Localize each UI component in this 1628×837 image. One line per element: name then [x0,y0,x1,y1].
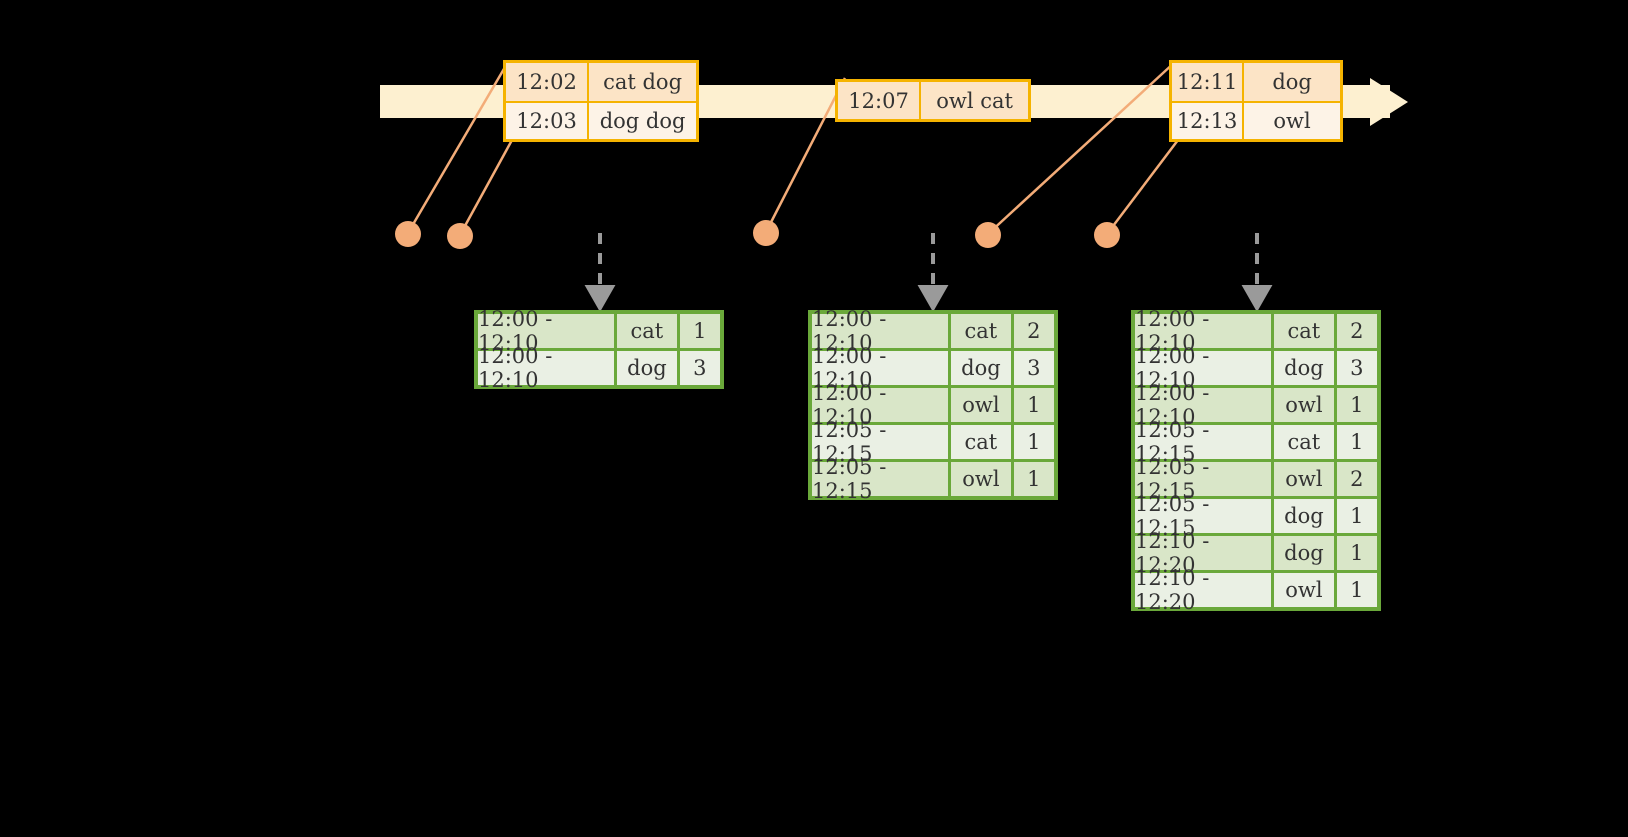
event-time: 12:02 [506,63,590,101]
table-row[interactable]: 12:00 - 12:10 owl 1 [812,381,1054,429]
cell-window: 12:00 - 12:10 [478,344,615,392]
event-row[interactable]: 12:03 dog dog [506,100,696,139]
table-row[interactable]: 12:05 - 12:15 dog 1 [1135,492,1377,540]
event-group-2[interactable]: 12:07 owl cat [835,79,1031,122]
table-row[interactable]: 12:00 - 12:10 cat 2 [812,307,1054,355]
cell-word: owl [951,462,1011,496]
cell-count: 1 [1336,573,1377,607]
cell-count: 1 [1013,388,1054,422]
event-time: 12:13 [1172,102,1245,139]
table-row[interactable]: 12:05 - 12:15 owl 1 [812,455,1054,503]
cell-count: 3 [1013,351,1054,385]
cell-word: dog [1274,499,1334,533]
cell-word: cat [951,425,1011,459]
table-row[interactable]: 12:05 - 12:15 cat 1 [812,418,1054,466]
cell-count: 2 [1013,314,1054,348]
cell-count: 1 [1336,536,1377,570]
event-dot-2 [447,223,473,249]
result-table-3[interactable]: 12:00 - 12:10 cat 2 12:00 - 12:10 dog 3 … [1131,307,1381,614]
cell-count: 3 [679,351,720,385]
cell-window: 12:05 - 12:15 [1135,492,1272,540]
table-row[interactable]: 12:00 - 12:10 dog 3 [812,344,1054,392]
cell-word: cat [1274,314,1334,348]
event-dot-4 [975,222,1001,248]
cell-window: 12:00 - 12:10 [1135,381,1272,429]
table-row[interactable]: 12:05 - 12:15 cat 1 [1135,418,1377,466]
cell-word: dog [617,351,677,385]
event-time: 12:07 [838,82,922,119]
event-row[interactable]: 12:13 owl [1172,100,1340,139]
event-dot-1 [395,221,421,247]
cell-window: 12:05 - 12:15 [812,418,949,466]
cell-window: 12:00 - 12:10 [812,307,949,355]
event-words: owl [1244,102,1340,139]
event-row[interactable]: 12:02 cat dog [506,63,696,101]
cell-window: 12:00 - 12:10 [812,381,949,429]
cell-count: 1 [1013,425,1054,459]
cell-window: 12:05 - 12:15 [812,455,949,503]
event-row[interactable]: 12:07 owl cat [838,82,1028,119]
event-dot-5 [1094,222,1120,248]
event-time: 12:11 [1172,63,1245,101]
table-row[interactable]: 12:00 - 12:10 cat 2 [1135,307,1377,355]
cell-word: cat [617,314,677,348]
cell-count: 1 [1336,499,1377,533]
cell-count: 1 [679,314,720,348]
table-row[interactable]: 12:00 - 12:10 dog 3 [1135,344,1377,392]
cell-word: owl [951,388,1011,422]
result-table-2[interactable]: 12:00 - 12:10 cat 2 12:00 - 12:10 dog 3 … [808,307,1058,503]
cell-word: owl [1274,462,1334,496]
cell-word: owl [1274,573,1334,607]
event-words: cat dog [589,63,696,101]
event-time: 12:03 [506,102,590,139]
event-row[interactable]: 12:11 dog [1172,63,1340,101]
cell-word: cat [1274,425,1334,459]
table-row[interactable]: 12:00 - 12:10 owl 1 [1135,381,1377,429]
event-words: dog [1244,63,1340,101]
cell-word: dog [951,351,1011,385]
cell-count: 2 [1336,314,1377,348]
cell-count: 1 [1336,388,1377,422]
cell-window: 12:00 - 12:10 [1135,307,1272,355]
cell-count: 1 [1336,425,1377,459]
timeline-arrowhead [1370,78,1408,126]
table-row[interactable]: 12:10 - 12:20 owl 1 [1135,566,1377,614]
cell-window: 12:10 - 12:20 [1135,529,1272,577]
table-row[interactable]: 12:05 - 12:15 owl 2 [1135,455,1377,503]
cell-window: 12:00 - 12:10 [478,307,615,355]
table-row[interactable]: 12:00 - 12:10 dog 3 [478,344,720,392]
cell-window: 12:10 - 12:20 [1135,566,1272,614]
cell-word: cat [951,314,1011,348]
cell-count: 2 [1336,462,1377,496]
table-row[interactable]: 12:00 - 12:10 cat 1 [478,307,720,355]
cell-count: 1 [1013,462,1054,496]
cell-count: 3 [1336,351,1377,385]
cell-window: 12:05 - 12:15 [1135,418,1272,466]
cell-window: 12:05 - 12:15 [1135,455,1272,503]
event-group-1[interactable]: 12:02 cat dog 12:03 dog dog [503,60,699,142]
event-group-3[interactable]: 12:11 dog 12:13 owl [1169,60,1343,142]
cell-word: dog [1274,351,1334,385]
result-table-1[interactable]: 12:00 - 12:10 cat 1 12:00 - 12:10 dog 3 [474,307,724,392]
cell-word: dog [1274,536,1334,570]
cell-window: 12:00 - 12:10 [812,344,949,392]
cell-word: owl [1274,388,1334,422]
table-row[interactable]: 12:10 - 12:20 dog 1 [1135,529,1377,577]
event-words: owl cat [921,82,1028,119]
event-words: dog dog [589,102,696,139]
event-dot-3 [753,220,779,246]
cell-window: 12:00 - 12:10 [1135,344,1272,392]
